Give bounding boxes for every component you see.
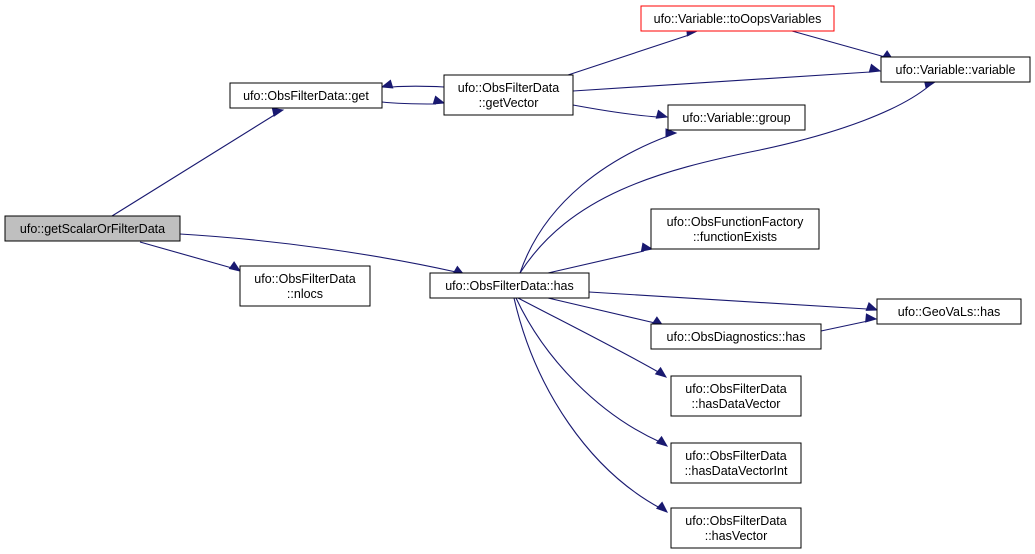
node-label: ::hasDataVectorInt xyxy=(685,464,788,478)
node-label: ::hasVector xyxy=(705,529,768,543)
edge-line xyxy=(513,297,661,509)
node-getscalarorfilterdata[interactable]: ufo::getScalarOrFilterData xyxy=(4,215,181,242)
edge-line xyxy=(179,233,457,273)
node-label: ufo::ObsFilterData xyxy=(254,272,355,286)
node-obsfilterdata-hasvector[interactable]: ufo::ObsFilterData::hasVector xyxy=(670,507,802,549)
arrowhead-icon xyxy=(640,242,654,252)
arrowhead-icon xyxy=(865,313,878,323)
edge-obsfilterdata_getvector-to-variable_variable xyxy=(572,63,882,92)
node-obsfilterdata-hasdatavectorint[interactable]: ufo::ObsFilterData::hasDataVectorInt xyxy=(670,442,802,484)
edges-layer xyxy=(111,27,937,513)
node-box[interactable] xyxy=(670,507,802,549)
edge-line xyxy=(519,85,930,274)
node-obsfilterdata-nlocs[interactable]: ufo::ObsFilterData::nlocs xyxy=(239,265,371,307)
edge-obsfilterdata_get-to-obsfilterdata_getvector xyxy=(381,95,446,105)
edge-line xyxy=(547,250,645,274)
edge-obsfilterdata_has-to-variable_group xyxy=(519,128,678,274)
edge-obsfilterdata_has-to-obsfilterdata_hasvector xyxy=(513,297,669,513)
node-obsfilterdata-has[interactable]: ufo::ObsFilterData::has xyxy=(429,272,590,299)
edge-obsdiagnostics_has-to-geovals_has xyxy=(820,313,878,332)
arrowhead-icon xyxy=(665,128,678,138)
node-obsfilterdata-get[interactable]: ufo::ObsFilterData::get xyxy=(229,82,383,109)
edge-variable_tooopsvariables-to-variable_variable xyxy=(791,30,895,61)
node-label: ufo::ObsFilterData xyxy=(685,382,786,396)
node-label: ufo::getScalarOrFilterData xyxy=(20,222,165,236)
edge-line xyxy=(139,241,233,269)
edge-obsfilterdata_has-to-obsfunctionfactory_functionexists xyxy=(547,242,654,274)
edge-line xyxy=(588,291,868,310)
node-label: ::hasDataVector xyxy=(692,397,781,411)
edge-obsfilterdata_getvector-to-variable_group xyxy=(572,104,669,119)
edge-line xyxy=(572,104,659,118)
arrowhead-icon xyxy=(228,261,242,272)
node-obsdiagnostics-has[interactable]: ufo::ObsDiagnostics::has xyxy=(650,323,822,350)
edge-line xyxy=(111,113,277,217)
edge-line xyxy=(517,297,661,374)
edge-line xyxy=(381,101,437,105)
edge-line xyxy=(820,320,869,332)
node-box[interactable] xyxy=(239,265,371,307)
node-variable-tooopsvariables[interactable]: ufo::Variable::toOopsVariables xyxy=(640,5,835,32)
node-obsfilterdata-hasdatavector[interactable]: ufo::ObsFilterData::hasDataVector xyxy=(670,375,802,417)
edge-obsfilterdata_has-to-obsfilterdata_hasdatavector xyxy=(517,297,668,378)
node-variable-group[interactable]: ufo::Variable::group xyxy=(667,104,806,131)
edge-line xyxy=(567,34,690,76)
node-obsfilterdata-getvector[interactable]: ufo::ObsFilterData::getVector xyxy=(443,74,574,116)
edge-line xyxy=(572,71,871,92)
node-box[interactable] xyxy=(667,104,806,131)
arrowhead-icon xyxy=(655,435,669,447)
node-label: ufo::ObsFilterData xyxy=(685,514,786,528)
edge-obsfilterdata_has-to-obsfilterdata_hasdatavectorint xyxy=(515,297,669,447)
node-label: ::functionExists xyxy=(693,230,777,244)
node-label: ufo::ObsFilterData::get xyxy=(243,89,369,103)
node-label: ::nlocs xyxy=(287,287,323,301)
node-box[interactable] xyxy=(650,323,822,350)
node-label: ::getVector xyxy=(479,96,539,110)
arrowhead-icon xyxy=(655,501,669,513)
node-box[interactable] xyxy=(670,375,802,417)
arrowhead-icon xyxy=(271,107,285,117)
node-box[interactable] xyxy=(4,215,181,242)
arrowhead-icon xyxy=(865,301,879,311)
node-variable-variable[interactable]: ufo::Variable::variable xyxy=(880,56,1031,83)
edge-line xyxy=(515,297,661,443)
node-label: ufo::ObsFilterData xyxy=(458,81,559,95)
node-label: ufo::ObsDiagnostics::has xyxy=(667,330,806,344)
arrowhead-icon xyxy=(380,79,394,89)
node-label: ufo::ObsFunctionFactory xyxy=(667,215,805,229)
node-box[interactable] xyxy=(640,5,835,32)
node-label: ufo::Variable::toOopsVariables xyxy=(654,12,822,26)
edge-line xyxy=(547,297,656,324)
arrowhead-icon xyxy=(654,366,668,378)
edge-obsfilterdata_getvector-to-obsfilterdata_get xyxy=(380,79,445,89)
node-obsfunctionfactory-functionexists[interactable]: ufo::ObsFunctionFactory::functionExists xyxy=(650,208,820,250)
edge-line xyxy=(519,135,669,274)
edge-obsfilterdata_has-to-obsdiagnostics_has xyxy=(547,297,665,327)
node-box[interactable] xyxy=(429,272,590,299)
arrowhead-icon xyxy=(868,63,882,73)
edge-line xyxy=(391,85,445,88)
node-box[interactable] xyxy=(880,56,1031,83)
node-box[interactable] xyxy=(670,442,802,484)
nodes-layer: ufo::getScalarOrFilterDataufo::ObsFilter… xyxy=(4,5,1031,549)
node-label: ufo::ObsFilterData xyxy=(685,449,786,463)
node-label: ufo::Variable::group xyxy=(682,111,790,125)
edge-obsfilterdata_getvector-to-variable_tooopsvariables xyxy=(567,27,699,76)
edge-line xyxy=(791,30,886,58)
node-box[interactable] xyxy=(876,298,1022,325)
edge-getScalarOrFilterData-to-obsfilterdata_get xyxy=(111,107,285,217)
node-geovals-has[interactable]: ufo::GeoVaLs::has xyxy=(876,298,1022,325)
node-box[interactable] xyxy=(650,208,820,250)
arrowhead-icon xyxy=(432,95,446,105)
arrowhead-icon xyxy=(655,109,669,119)
node-label: ufo::ObsFilterData::has xyxy=(445,279,574,293)
node-label: ufo::Variable::variable xyxy=(896,63,1016,77)
edge-getScalarOrFilterData-to-obsfilterdata_nlocs xyxy=(139,241,242,272)
edge-obsfilterdata_has-to-geovals_has xyxy=(588,291,879,311)
node-label: ufo::GeoVaLs::has xyxy=(898,305,1001,319)
node-box[interactable] xyxy=(443,74,574,116)
node-box[interactable] xyxy=(229,82,383,109)
